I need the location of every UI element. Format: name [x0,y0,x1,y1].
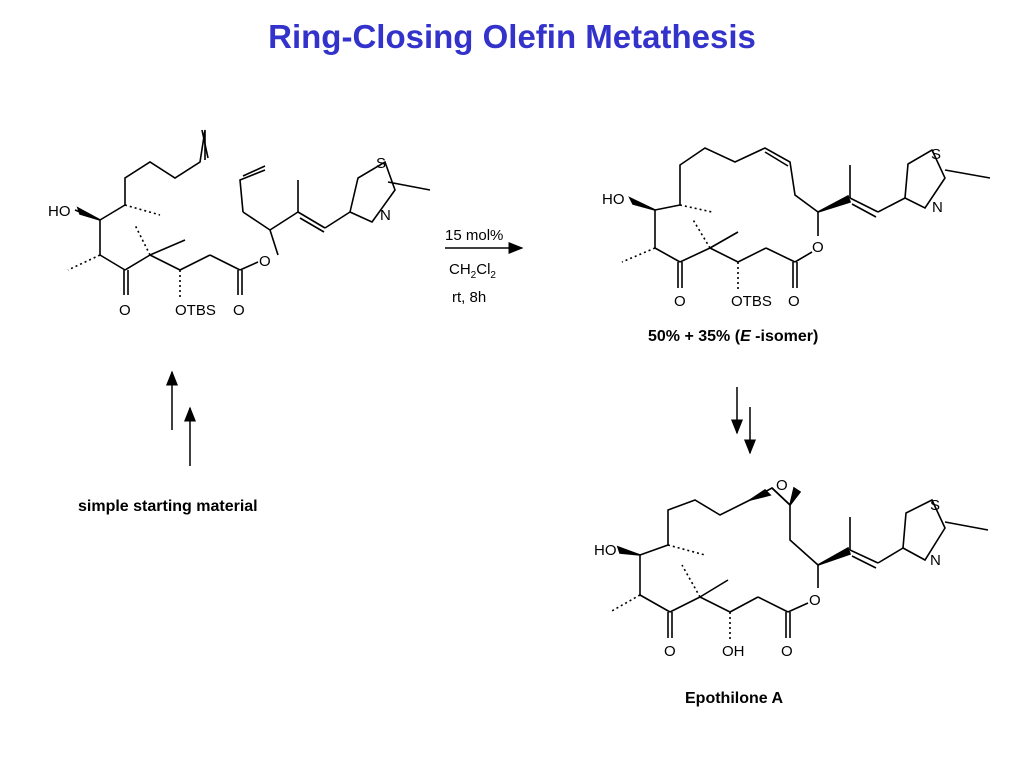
epo-ester-o-label: O [781,643,793,660]
product-ketone-o-label: O [674,293,686,310]
catalyst-loading-label: 15 mol% [445,227,503,244]
conditions-label: rt, 8h [452,289,486,306]
ester-o-label: O [233,302,245,319]
starting-material-caption: simple starting material [78,498,258,515]
epo-thiazole-n-label: N [930,552,941,569]
ketone-o-label: O [119,302,131,319]
ho-label: HO [48,203,71,220]
forward-arrows-right [731,387,756,455]
macrocycle-product-structure [621,147,991,290]
thiazole-n-label: N [380,207,391,224]
thiazole-s-label: S [376,155,386,172]
product-yield-label: 50% + 35% (E -isomer) [648,328,818,345]
product-ho-label: HO [602,191,625,208]
epothilone-a-structure [609,486,989,642]
product-ring-o-label: O [812,239,824,256]
product-ester-o-label: O [788,293,800,310]
epo-ho-label: HO [594,542,617,559]
product-otbs-label: OTBS [731,293,772,310]
solvent-label: CH2Cl2 [449,261,496,281]
product-thiazole-n-label: N [932,199,943,216]
epothilone-a-caption: Epothilone A [685,690,784,707]
epo-ring-o-label: O [809,592,821,609]
epo-oh-label: OH [722,643,745,660]
starting-diene-structure [67,129,431,298]
retro-arrows-left [166,370,196,466]
otbs-label: OTBS [175,302,216,319]
epo-ketone-o-label: O [664,643,676,660]
epo-thiazole-s-label: S [930,497,940,514]
ring-o-label: O [259,253,271,270]
product-thiazole-s-label: S [931,146,941,163]
slide-title: Ring-Closing Olefin Metathesis [268,18,756,55]
epoxide-o-label: O [776,477,788,494]
